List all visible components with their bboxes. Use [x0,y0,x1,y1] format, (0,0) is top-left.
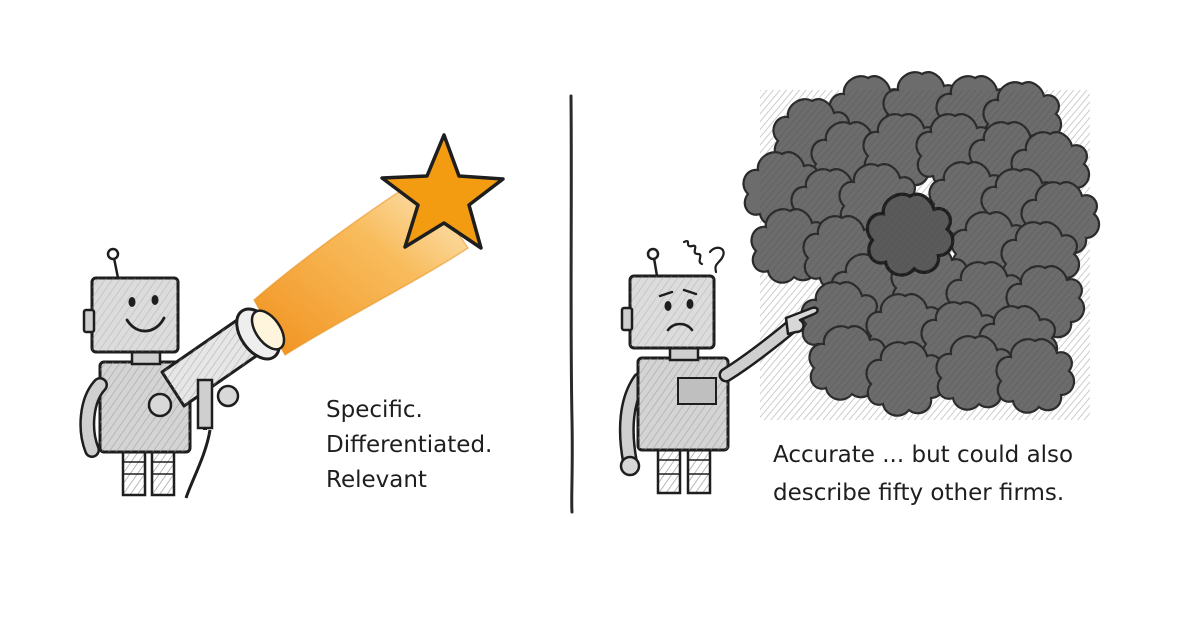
right-caption: Accurate ... but could also describe fif… [773,436,1073,512]
left-caption-line-1: Specific. [326,397,423,423]
right-robot-legs [656,446,712,495]
right-panel [618,71,1101,495]
left-caption-line-2: Differentiated. [326,432,493,458]
left-robot-legs [121,448,176,497]
question-squiggle-icon [708,246,725,274]
smile [125,316,166,333]
right-caption-line-1: Accurate ... but could also [773,442,1074,468]
worried-mouth [666,322,694,332]
left-caption: Specific. Differentiated. Relevant [326,393,492,498]
left-panel [79,133,505,499]
pointing-hand [784,306,819,336]
right-caption-line-2: describe fifty other firms. [773,480,1065,506]
left-caption-line-3: Relevant [326,467,427,493]
spotlight [160,307,286,499]
panel-divider [569,94,574,514]
confusion-squiggle-icon [682,240,704,266]
star-icon [380,133,505,250]
